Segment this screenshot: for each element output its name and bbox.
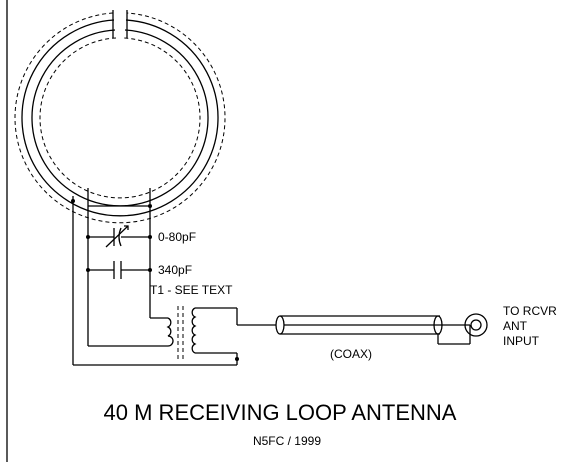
loop-shield-inner [39, 37, 201, 199]
output-label-line3: INPUT [503, 334, 540, 348]
transformer-label: T1 - SEE TEXT [150, 283, 233, 297]
fixed-capacitor-label: 340pF [158, 263, 192, 277]
loop-antenna [14, 10, 226, 224]
output-label-line2: ANT [503, 319, 528, 333]
loop-shield-outer [14, 12, 226, 224]
coax-cable [275, 315, 471, 345]
diagram-subtitle: N5FC / 1999 [253, 434, 321, 448]
variable-capacitor [86, 225, 152, 248]
output-label-line1: TO RCVR [503, 304, 557, 318]
coax-label: (COAX) [330, 347, 372, 361]
loop-feed-leads [71, 188, 152, 365]
diagram-title: 40 M RECEIVING LOOP ANTENNA [104, 400, 457, 425]
loop-conductor-inner [31, 29, 209, 207]
receiver-connector [464, 313, 488, 337]
loop-conductor-outer [21, 19, 219, 217]
variable-capacitor-label: 0-80pF [158, 230, 196, 244]
fixed-capacitor [86, 261, 152, 279]
transformer-t1 [73, 300, 276, 366]
